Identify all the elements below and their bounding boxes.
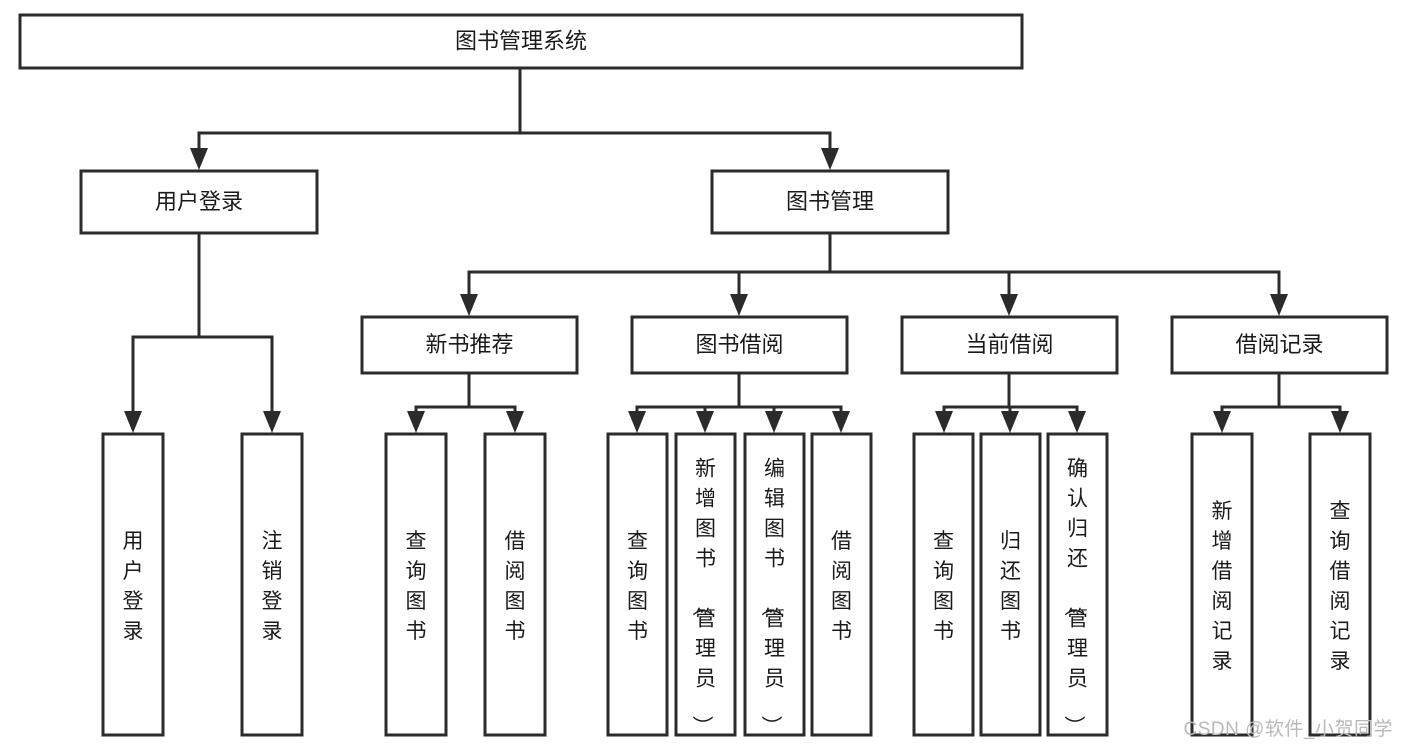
node-label: 查询图书 <box>627 530 648 643</box>
connector-borrow-record-to-leaves <box>1213 371 1349 433</box>
level2-node-current-borrow[interactable]: 当前借阅 <box>900 315 1119 375</box>
node-rect[interactable] <box>743 432 806 737</box>
node-rect[interactable] <box>1190 432 1254 737</box>
node-label: 当前借阅 <box>965 332 1053 357</box>
node-label: 归还图书 <box>1000 530 1021 643</box>
node-label: 编辑图书（管理员） <box>759 457 785 736</box>
leaf-node-leaf-borrow-book-1[interactable]: 借阅图书 <box>483 432 547 737</box>
node-rect[interactable] <box>1170 315 1389 375</box>
node-label: 查询借阅记录 <box>1330 500 1351 673</box>
node-label: 借阅图书 <box>505 530 526 643</box>
leaf-node-leaf-query-book-3[interactable]: 查询图书 <box>912 432 975 737</box>
node-rect[interactable] <box>18 13 1024 70</box>
watermark-text: CSDN @软件_小贺同学 <box>1183 719 1393 740</box>
node-label: 用户登录 <box>155 189 243 214</box>
node-label: 图书管理 <box>786 189 874 214</box>
leaf-node-leaf-borrow-book-2[interactable]: 借阅图书 <box>810 432 873 737</box>
node-label: 借阅记录 <box>1235 332 1323 357</box>
node-label: 新增借阅记录 <box>1212 500 1233 673</box>
node-rect[interactable] <box>606 432 669 737</box>
connector-user-login-to-leaves <box>124 231 281 433</box>
node-rect[interactable] <box>240 432 304 737</box>
node-rect[interactable] <box>912 432 975 737</box>
node-rect[interactable] <box>710 169 950 235</box>
node-rect[interactable] <box>360 315 579 375</box>
connector-book-management-to-level2 <box>460 231 1288 316</box>
leaf-node-leaf-confirm-return[interactable]: 确认归还（管理员） <box>1046 432 1109 737</box>
level2-node-book-borrow[interactable]: 图书借阅 <box>630 315 849 375</box>
connector-new-book-recommend-to-leaves <box>407 371 524 433</box>
level1-node-book-management[interactable]: 图书管理 <box>710 169 950 235</box>
level1-node-user-login[interactable]: 用户登录 <box>79 169 319 235</box>
leaf-node-leaf-add-book[interactable]: 新增图书（管理员） <box>674 432 737 737</box>
leaf-node-leaf-query-book-1[interactable]: 查询图书 <box>384 432 448 737</box>
node-label: 新书推荐 <box>425 332 513 357</box>
connector-book-borrow-to-leaves <box>628 371 850 433</box>
leaf-node-leaf-edit-book[interactable]: 编辑图书（管理员） <box>743 432 806 737</box>
node-rect[interactable] <box>810 432 873 737</box>
node-rect[interactable] <box>1046 432 1109 737</box>
node-label: 图书管理系统 <box>455 28 587 53</box>
leaf-node-leaf-add-borrow-record[interactable]: 新增借阅记录 <box>1190 432 1254 737</box>
node-label: 确认归还（管理员） <box>1062 457 1088 736</box>
leaf-node-leaf-query-book-2[interactable]: 查询图书 <box>606 432 669 737</box>
leaf-node-leaf-logout-login[interactable]: 注销登录 <box>240 432 304 737</box>
node-label: 查询图书 <box>933 530 954 643</box>
node-label: 注销登录 <box>262 530 283 643</box>
leaf-node-leaf-query-borrow-record[interactable]: 查询借阅记录 <box>1308 432 1372 737</box>
node-label: 图书借阅 <box>695 332 783 357</box>
node-label: 查询图书 <box>406 530 427 643</box>
node-rect[interactable] <box>979 432 1042 737</box>
connector-layer <box>124 66 1349 433</box>
level2-node-borrow-record[interactable]: 借阅记录 <box>1170 315 1389 375</box>
node-rect[interactable] <box>630 315 849 375</box>
leaf-node-leaf-return-book[interactable]: 归还图书 <box>979 432 1042 737</box>
node-label: 借阅图书 <box>831 530 852 643</box>
node-rect[interactable] <box>483 432 547 737</box>
connector-root-to-level1 <box>190 66 839 170</box>
leaf-node-leaf-user-login[interactable]: 用户登录 <box>101 432 165 737</box>
node-rect[interactable] <box>900 315 1119 375</box>
level2-node-new-book-recommend[interactable]: 新书推荐 <box>360 315 579 375</box>
node-rect[interactable] <box>384 432 448 737</box>
node-label: 用户登录 <box>123 530 144 643</box>
node-rect[interactable] <box>101 432 165 737</box>
node-rect[interactable] <box>79 169 319 235</box>
node-rect[interactable] <box>1308 432 1372 737</box>
node-rect[interactable] <box>674 432 737 737</box>
node-layer: 图书管理系统用户登录图书管理新书推荐图书借阅当前借阅借阅记录用户登录注销登录查询… <box>18 13 1389 737</box>
root-node-root[interactable]: 图书管理系统 <box>18 13 1024 70</box>
node-label: 新增图书（管理员） <box>690 457 716 736</box>
connector-current-borrow-to-leaves <box>935 371 1086 433</box>
